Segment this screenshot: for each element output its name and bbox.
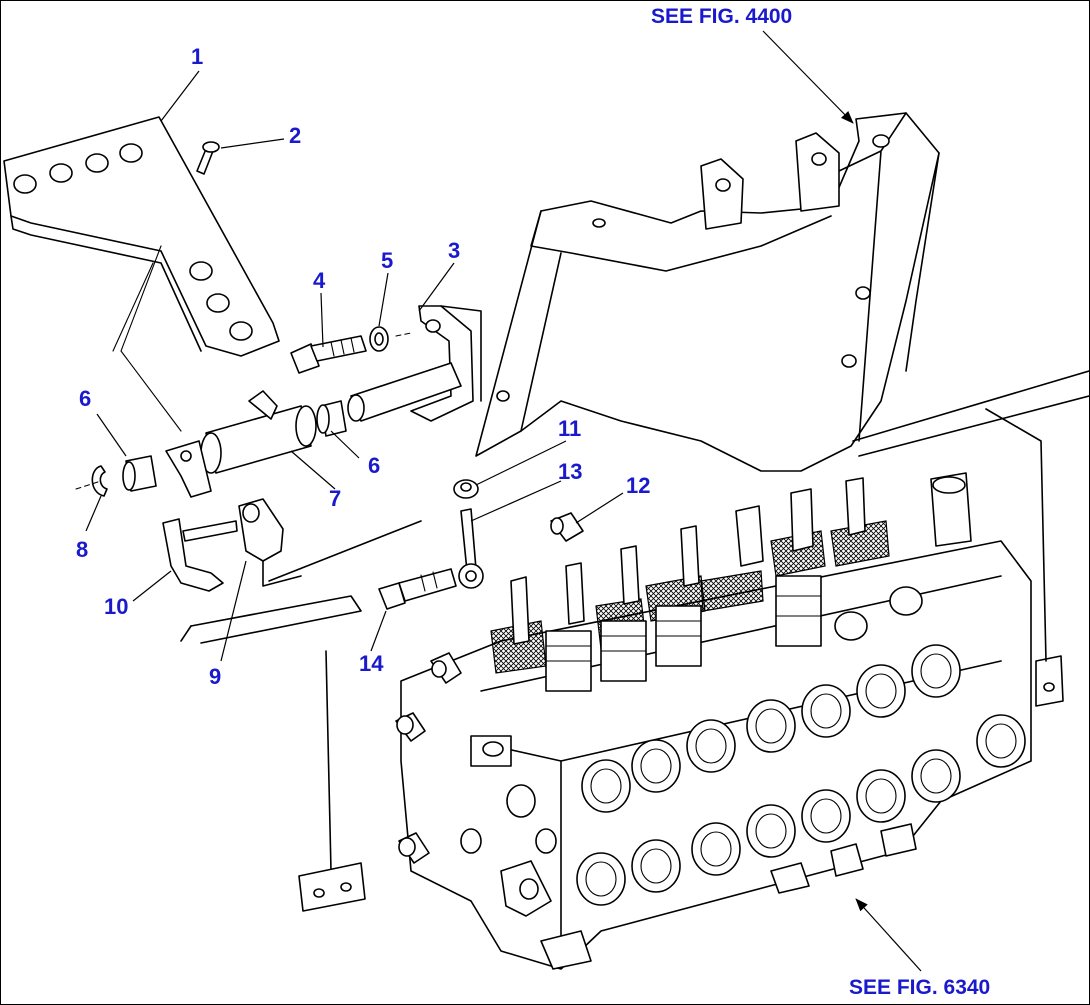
- leader-lines: [85, 30, 922, 972]
- bolt: [290, 335, 367, 374]
- mounting-frame: [180, 112, 1089, 912]
- callout-2: 2: [289, 123, 301, 148]
- callout-13: 13: [558, 459, 582, 484]
- callout-11: 11: [558, 416, 581, 441]
- control-valve: [395, 472, 1032, 970]
- see-fig-bottom: SEE FIG. 6340: [849, 976, 990, 999]
- figure-references: SEE FIG. 4400 SEE FIG. 6340: [651, 5, 990, 999]
- clevis: [238, 498, 302, 587]
- callout-5: 5: [381, 248, 393, 273]
- callout-1: 1: [191, 44, 203, 69]
- callout-8: 8: [76, 537, 88, 562]
- callout-4: 4: [313, 268, 326, 293]
- callout-9: 9: [209, 664, 221, 689]
- snap-ring: [91, 465, 108, 497]
- callout-6-right: 6: [368, 453, 380, 478]
- bolt-14: [378, 568, 457, 610]
- see-fig-top: SEE FIG. 4400: [651, 5, 792, 28]
- link-rod: [458, 508, 484, 589]
- callout-3: 3: [448, 238, 460, 263]
- pedal-plate: [3, 116, 280, 432]
- callout-12: 12: [626, 473, 650, 498]
- callout-labels: 1 2 3 4 5 6 6 7 8 9 10 11 12 13 14: [76, 44, 650, 689]
- screw: [196, 141, 220, 175]
- bracket: [410, 305, 482, 422]
- pivot-tube: [165, 390, 317, 498]
- callout-7: 7: [329, 486, 341, 511]
- bushing-right: [316, 400, 347, 437]
- nut-11: [453, 479, 479, 499]
- clip: [162, 518, 238, 592]
- callout-6-left: 6: [79, 386, 91, 411]
- bushing-left: [122, 455, 157, 492]
- washer: [369, 326, 389, 352]
- callout-14: 14: [359, 651, 384, 676]
- pin: [347, 362, 462, 422]
- callout-10: 10: [104, 594, 128, 619]
- nut-12: [550, 512, 584, 542]
